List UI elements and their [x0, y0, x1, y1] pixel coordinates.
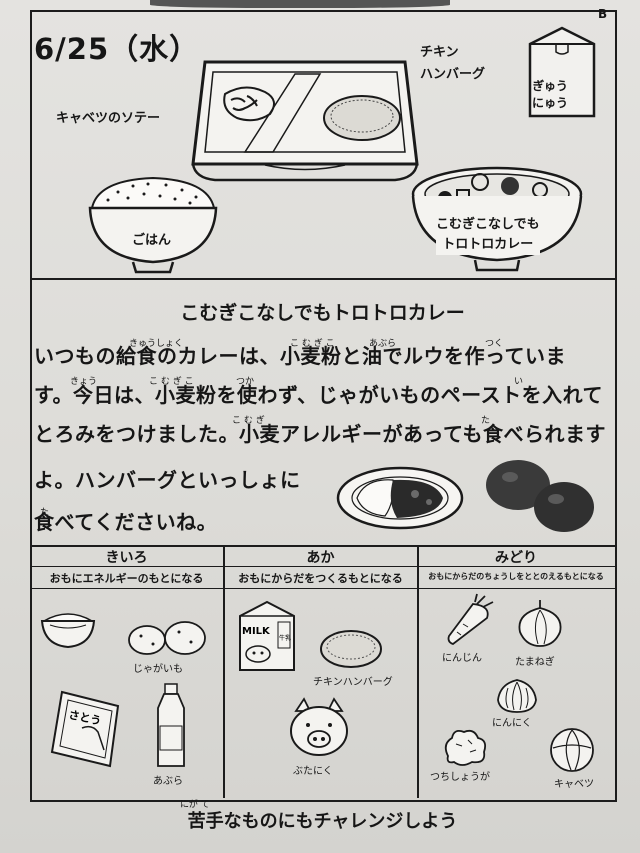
ruby-abura: あぶら — [369, 339, 397, 349]
ruby-komugiko-2: こ む ぎ こ — [149, 377, 194, 387]
food-onion: たまねぎ — [515, 657, 555, 668]
ruby-tsuku: つく — [485, 339, 504, 349]
curry-plate-illustration — [336, 466, 464, 530]
table-top-border — [30, 545, 615, 547]
potato-small-icon — [128, 621, 206, 655]
sheet-frame — [30, 10, 617, 802]
group-red-header: あか — [306, 550, 335, 566]
ruby-kyou: きょう — [70, 377, 98, 387]
feature-line-2: す。今日は、小麦粉を使わず、じゃがいものペーストを入れて — [34, 383, 603, 407]
table-sub-divider — [30, 588, 615, 589]
slogan: 苦手なものにもチャレンジしよう — [187, 811, 458, 832]
menu-date: 6/25（水） — [34, 32, 200, 66]
feature-line-1: いつもの給食のカレーは、小麦粉と油でルウを作っていま — [34, 344, 566, 368]
pig-icon — [290, 697, 348, 756]
label-milk: ぎゅう にゅう — [532, 79, 569, 110]
food-carrot: にんじん — [442, 653, 482, 664]
food-chicken-hamburg: チキンハンバーグ — [313, 677, 393, 688]
milk-carton-illustration — [528, 26, 596, 118]
group-red-role: おもにからだをつくるもとになる — [238, 572, 403, 585]
feature-title: こむぎこなしでもトロトロカレー — [180, 302, 465, 324]
ruby-komugiko-1: こ む ぎ こ — [290, 339, 335, 349]
ruby-i: い — [514, 377, 524, 387]
milk-carton-small-icon: MILK 牛乳 — [239, 600, 295, 671]
food-oil: あぶら — [153, 776, 183, 787]
ruby-komugi: こ む ぎ — [232, 416, 265, 426]
feature-line-3: とろみをつけました。小麦アレルギーがあっても食べられます — [34, 422, 606, 446]
label-curry: こむぎこなしでも トロトロカレー — [436, 215, 540, 255]
oil-bottle-icon — [157, 683, 185, 767]
group-green-header: みどり — [495, 550, 537, 566]
food-garlic: にんにく — [492, 718, 532, 729]
cabbage-icon — [550, 728, 594, 772]
slogan-ruby: にが て — [180, 800, 210, 810]
group-green-role: おもにからだのちょうしをととのえるもとになる — [428, 572, 604, 581]
ruby-tsuka: つか — [236, 377, 255, 387]
potato-illustration — [486, 460, 594, 532]
label-rice: ごはん — [132, 233, 172, 248]
milk-carton-side-label: 牛乳 — [279, 634, 291, 642]
sugar-bag-icon: さとう — [50, 690, 120, 768]
feature-line-4: よ。ハンバーグといっしょに — [34, 468, 301, 492]
chicken-patty-icon — [320, 630, 382, 668]
ginger-icon — [444, 729, 487, 766]
top-shadow — [150, 0, 450, 8]
onion-icon — [518, 600, 562, 647]
ruby-ta-2: た — [40, 508, 50, 518]
milk-carton-label: MILK — [242, 626, 271, 637]
food-potato: じゃがいも — [133, 664, 183, 675]
table-head-divider — [30, 566, 615, 567]
food-cabbage: キャベツ — [554, 779, 594, 790]
label-main-dish: チキン ハンバーグ — [420, 45, 486, 82]
rice-bowl-illustration — [88, 176, 218, 274]
group-yellow-header: きいろ — [105, 550, 148, 566]
group-yellow-role: おもにエネルギーのもとになる — [49, 572, 204, 585]
carrot-icon — [447, 593, 494, 646]
table-col-divider-1 — [223, 545, 225, 798]
label-side-dish: キャベツのソテー — [56, 111, 161, 126]
rice-bowl-small-icon — [40, 613, 96, 649]
section-divider — [30, 278, 615, 280]
food-ginger: つちしょうが — [430, 772, 490, 783]
feature-line-5: 食べてくださいね。 — [34, 510, 218, 534]
ruby-ta-1: た — [481, 416, 491, 426]
garlic-icon — [497, 679, 537, 713]
ruby-kyuushoku: きゅうしょく — [129, 339, 184, 349]
table-col-divider-2 — [417, 545, 419, 798]
food-pork: ぶたにく — [293, 766, 333, 777]
corner-letter: B — [598, 7, 608, 21]
tray-illustration — [191, 60, 419, 182]
